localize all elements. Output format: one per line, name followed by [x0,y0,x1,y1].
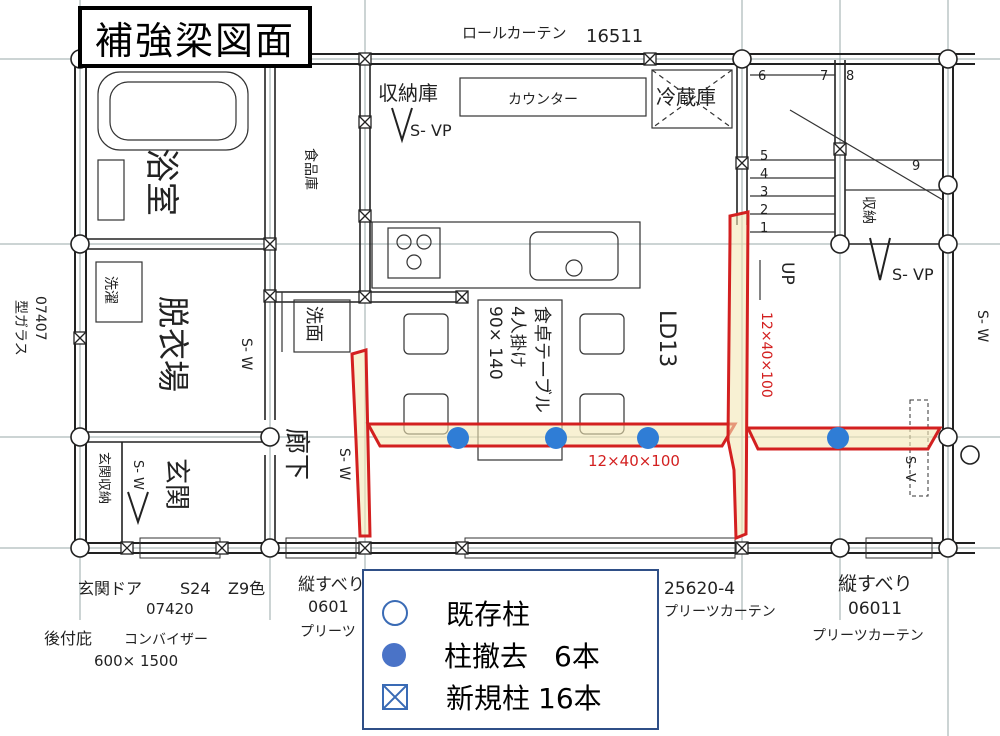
new-columns [73,52,847,555]
legend-existing-label: 既存柱 [446,598,531,631]
label-fridge: 冷蔵庫 [656,85,716,109]
label-ldk: LD13 [654,310,679,367]
label-s24: S24 [180,579,211,598]
removed-column [827,427,849,449]
removed-column [545,427,567,449]
label-sv: S- V [902,456,917,482]
label-door: 玄関ドア [78,579,142,598]
label-vertical-slide-1: 縦すべり [298,575,365,595]
legend-removed-count: 6本 [554,640,600,673]
label-sw-2: S- W [336,448,352,480]
label-table-spec-1: 4人掛け [507,306,527,368]
label-beam-h: 12×40×100 [588,452,680,470]
boxed-x-icon [382,684,408,710]
beam-vertical-left [350,348,372,538]
svp-markers [127,107,891,526]
removed-columns [447,427,849,449]
label-storage-small: 収納 [860,196,876,224]
label-roll-curtain: ロールカーテン [462,24,567,42]
label-entrance: 玄関 [161,458,191,510]
label-washstand: 洗面 [303,306,324,342]
open-circle-icon [382,600,408,626]
legend-new-label: 新規柱 [446,682,531,715]
stair-num-6: 6 [758,69,766,84]
label-pantry: 食品庫 [302,148,319,190]
label-dining-table: 食卓テーブル [531,306,553,413]
label-up: UP [777,262,797,285]
label-storage: 収納庫 [378,81,438,105]
stair-num-8: 8 [846,69,854,84]
stairs [750,74,944,300]
label-bath: 浴室 [141,148,181,216]
page-title: 補強梁図面 [78,6,312,68]
label-left-glass: 型ガラス [12,300,28,356]
removed-column [447,427,469,449]
label-z9: Z9色 [228,579,265,598]
stair-num-7: 7 [820,69,828,84]
label-svp-1: S- VP [410,121,452,140]
bathtub [95,71,351,353]
label-left-code: 07407 [32,296,48,341]
filled-circle-icon [382,643,406,667]
stair-num-4: 4 [760,167,768,182]
label-pleats-curtain-2: プリーツカーテン [812,628,924,644]
stair-num-5: 5 [760,149,768,164]
label-table-spec-2: 90× 140 [485,306,505,380]
label-code-0601a: 0601 [308,597,349,616]
label-sw-3: S- W [130,460,145,490]
label-wash: 洗濯 [102,276,118,304]
kitchen [371,69,733,289]
label-dressing: 脱衣場 [154,296,192,392]
label-sw-4: S- W [974,310,990,342]
legend-new-count: 16本 [538,682,602,715]
label-code-07420: 07420 [146,600,194,618]
label-counter: カウンター [508,92,578,108]
plan-labels: ロールカーテン 16511 収納庫 カウンター 冷蔵庫 S- VP S- VP … [12,24,990,670]
label-size-600: 600× 1500 [94,652,178,670]
stair-num-2: 2 [760,203,768,218]
stair-num-1: 1 [760,221,768,236]
label-svp-2: S- VP [892,265,934,284]
label-code-16511: 16511 [586,26,643,47]
label-pleats-1: プリーツ [300,624,356,640]
label-vertical-slide-2: 縦すべり [838,573,913,595]
legend: 既存柱 柱撤去 6本 新規柱 16本 [362,569,659,730]
legend-row-new: 新規柱 16本 [382,677,602,717]
stair-num-9: 9 [912,159,920,174]
removed-column [637,427,659,449]
existing-columns [70,49,980,558]
stair-num-3: 3 [760,185,768,200]
label-sw-1: S- W [238,338,254,370]
label-after-install: 後付庇 [44,629,92,648]
label-pleats-curtain-1: プリーツカーテン [664,604,776,620]
label-combi: コンバイザー [124,632,208,648]
beam-vertical-center [726,210,750,541]
legend-removed-label: 柱撤去 [444,640,529,673]
legend-row-removed: 柱撤去 6本 [382,635,600,675]
label-code-06011: 06011 [848,599,902,619]
label-beam-v: 12×40×100 [758,312,774,398]
label-code-25620: 25620-4 [664,579,735,599]
label-corridor: 廊下 [281,428,311,480]
interior-walls [86,60,943,543]
legend-row-existing: 既存柱 [382,593,530,633]
label-entrance-storage: 玄関収納 [96,452,111,504]
